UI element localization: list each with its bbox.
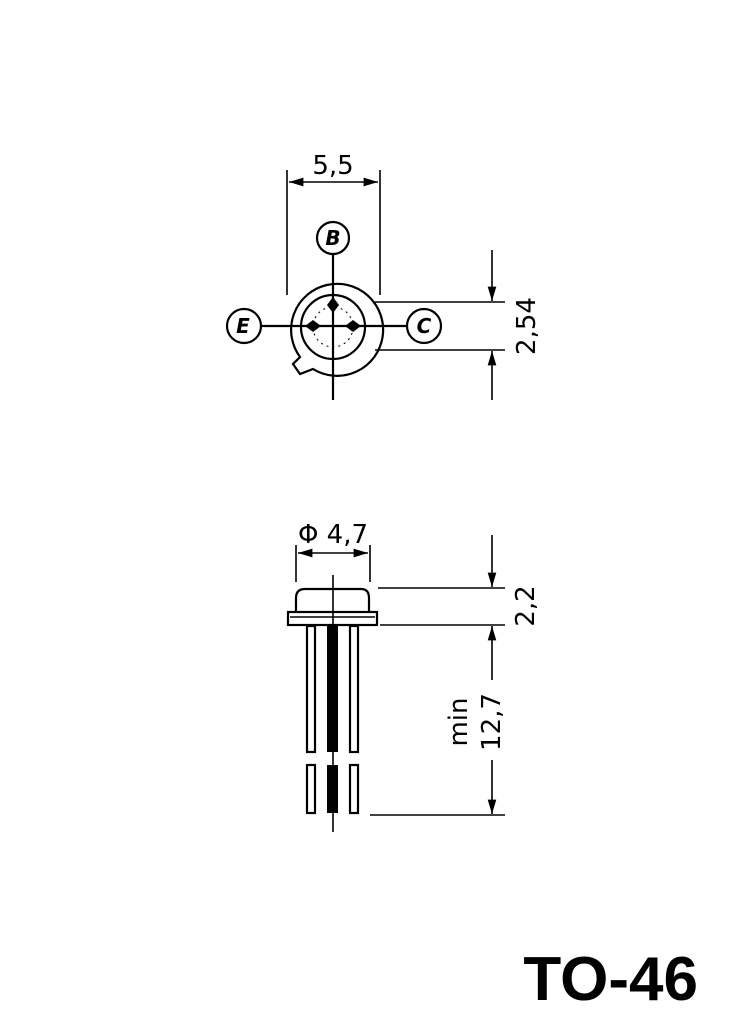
side-view: Φ 4,7 2,2 min 12,7 <box>286 520 541 832</box>
header-outline-with-tab <box>290 282 385 377</box>
pin-label-collector: C <box>417 314 432 338</box>
diameter-dimension-label: Φ 4,7 <box>298 520 368 550</box>
pin-label-base: B <box>325 226 340 250</box>
pin-emitter-marker <box>305 320 321 332</box>
pin-label-circle-b <box>315 220 351 256</box>
width-dimension-label: 5,5 <box>312 151 353 181</box>
package-name: TO-46 <box>523 945 698 1014</box>
pitch-dimension-label: 2,54 <box>512 297 542 355</box>
pin-label-circle-e <box>225 307 263 345</box>
pin-label-emitter: E <box>236 314 250 338</box>
top-view: 5,5 B E C 2,54 <box>225 151 542 400</box>
lead-right-end <box>348 763 360 815</box>
lead-length-label: 12,7 <box>477 693 507 751</box>
can-circle <box>299 293 367 361</box>
pin-label-circle-c <box>405 307 443 345</box>
lead-min-label: min <box>444 697 474 746</box>
height-dimension-label: 2,2 <box>511 585 541 626</box>
lead-left <box>305 624 317 754</box>
lead-left-end <box>305 763 317 815</box>
pin-collector-marker <box>345 320 361 332</box>
pin-base-marker <box>327 297 339 313</box>
lead-right <box>348 624 360 754</box>
